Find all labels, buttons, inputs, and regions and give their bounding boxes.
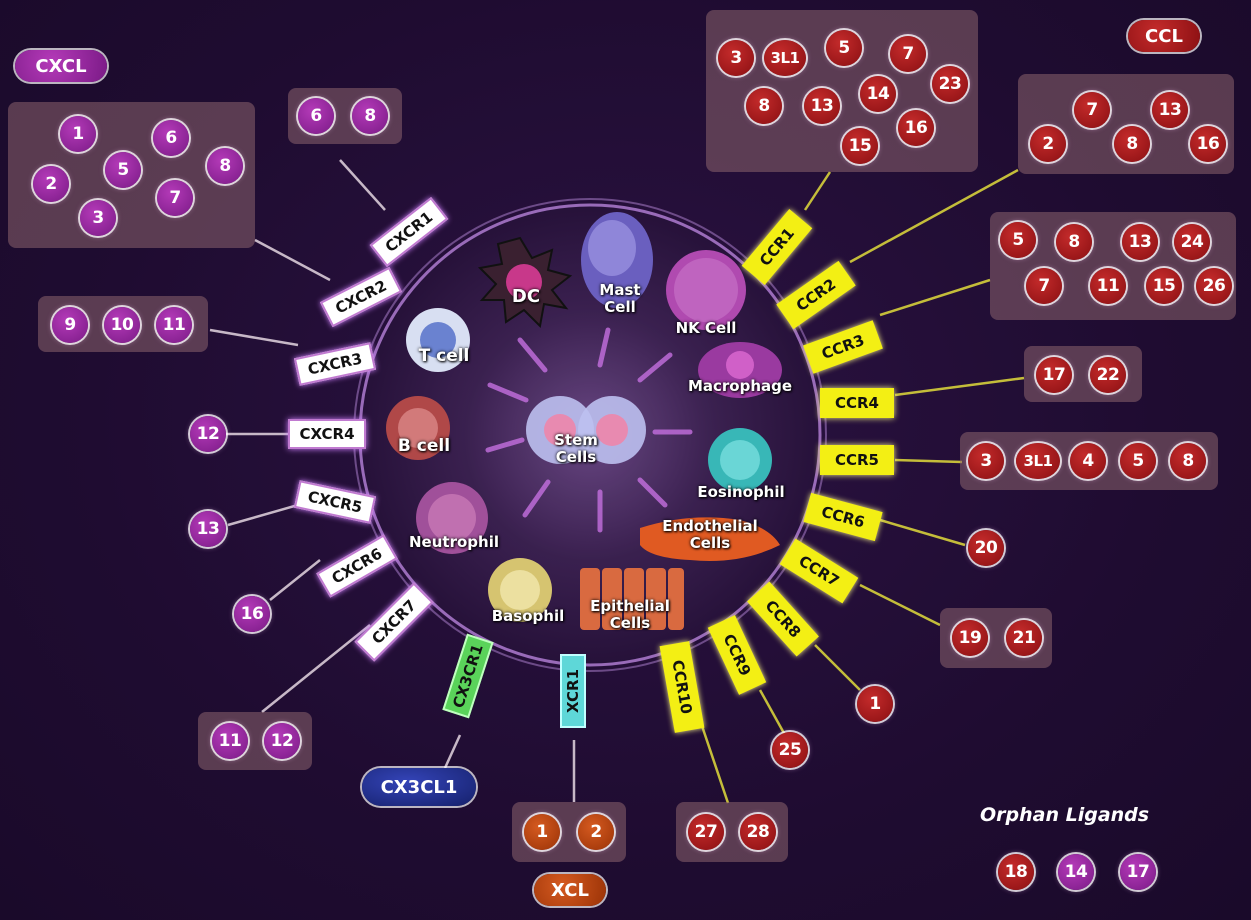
mast-cell-label: Mast Cell [590,282,650,316]
t-cell-label: T cell [404,348,484,365]
stem-cells-label: Stem Cells [546,432,606,466]
macrophage-label: Macrophage [670,378,810,395]
nk-cell-label: NK Cell [656,320,756,337]
nk-cell-icon [666,250,746,330]
eosinophil-label: Eosinophil [686,484,796,501]
neutrophil-label: Neutrophil [404,534,504,551]
dc-cell-icon [480,238,570,326]
epithelial-cells-label: Epithelial Cells [580,598,680,632]
basophil-label: Basophil [478,608,578,625]
b-cell-label: B cell [384,438,464,455]
dc-label: DC [498,288,554,305]
endothelial-cells-label: Endothelial Cells [650,518,770,552]
